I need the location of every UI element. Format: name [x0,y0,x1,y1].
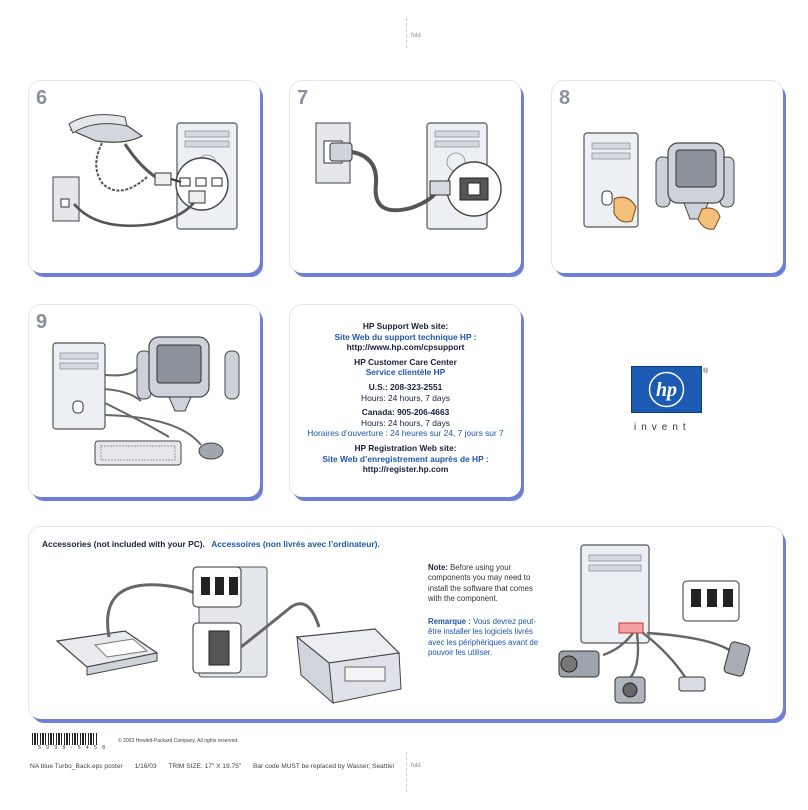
power-on-illustration [583,132,735,230]
note-label-fr: Remarque : [428,617,471,626]
step-number: 8 [559,87,571,109]
hp-logo: hp [631,366,702,413]
fold-line-bottom [406,752,407,792]
accessories-illustration [55,544,751,705]
computer-setup-illustration [52,336,240,466]
step-number: 7 [297,87,309,109]
phone-line-illustration [52,114,238,230]
copyright: © 2003 Hewlett-Packard Company. All righ… [118,738,239,744]
hp-logo-mark: hp [648,371,685,408]
registered-mark: ® [703,368,709,375]
note-english: Note: Before using your components you m… [428,563,548,605]
step-number: 6 [36,87,48,109]
barcode [32,733,98,745]
registration-title-fr: Site Web d’enregistrement auprès de HP : [322,453,489,464]
fold-line-top [406,18,407,48]
support-info-card: HP Support Web site: Site Web du support… [290,305,521,497]
power-cord-illustration [315,122,502,230]
step-9-card: 9 [29,305,260,497]
note-text-fr: Vous devrez peut-être installer les logi… [428,617,539,658]
trim-size: TRIM SIZE: 17" X 19.75" [168,763,242,770]
file-name: NA blue Turbo_Back.eps poster [30,763,123,770]
step-8-card: 8 [552,81,783,273]
barcode-number: 5 9 9 8 - 5 4 5 8 [38,745,108,751]
barcode-note: Bar code MUST be replaced by Wasser, Sea… [252,763,395,770]
step-number: 9 [36,311,48,333]
accessories-card [29,527,783,719]
care-title: HP Customer Care Center [354,356,457,367]
print-info: NA blue Turbo_Back.eps poster 1/16/03 TR… [30,763,404,770]
registration-title: HP Registration Web site: [354,442,457,453]
canada-hours: Hours: 24 hours, 7 days [361,417,450,428]
accessories-title-en: Accessories (not included with your PC). [42,539,205,549]
support-url[interactable]: http://www.hp.com/cpsupport [346,342,465,353]
note-french: Remarque : Vous devrez peut-être install… [428,617,548,659]
support-title-fr: Site Web du support technique HP : [334,331,477,342]
note-text: Before using your components you may nee… [428,563,533,604]
care-title-fr: Service clientèle HP [365,367,446,378]
accessories-title: Accessories (not included with your PC).… [42,539,380,549]
hp-tagline: invent [634,422,691,433]
fold-label-top: fold [411,33,421,39]
note-label: Note: [428,563,448,572]
step-6-card: 6 [29,81,260,273]
registration-url[interactable]: http://register.hp.com [362,464,449,475]
accessories-title-fr: Accessoires (non livrés avec l’ordinateu… [211,539,380,549]
us-phone: U.S.: 208-323-2551 [368,381,443,392]
us-hours: Hours: 24 hours, 7 days [361,392,450,403]
step-7-card: 7 [290,81,521,273]
print-date: 1/16/03 [134,763,157,770]
fold-label-bottom: fold [411,763,421,769]
canada-hours-fr: Horaires d’ouverture : 24 heures sur 24,… [307,428,504,439]
canada-phone: Canada: 905-206-4663 [361,407,450,418]
svg-text:hp: hp [656,379,677,401]
support-title: HP Support Web site: [362,321,449,331]
